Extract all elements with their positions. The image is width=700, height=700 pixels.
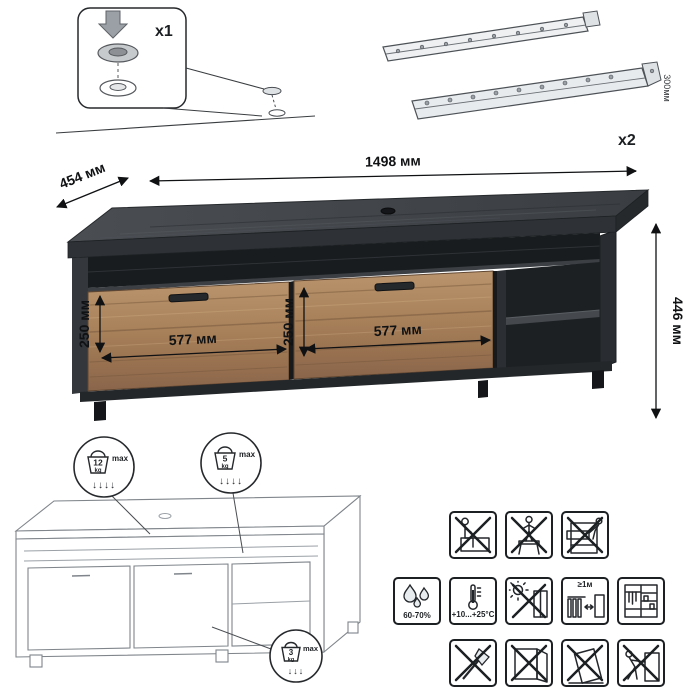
temperature-label: +10...+25°С <box>451 610 495 619</box>
dimension-depth-label: 454 мм <box>57 159 107 192</box>
icon-no-sharp-objects <box>449 639 497 687</box>
cable-hole-outline <box>158 513 172 519</box>
slides-length-label: 300мм <box>662 74 672 101</box>
dimension-drawer1-width: 577 мм <box>100 330 288 363</box>
open-top-shelf-gap <box>88 233 600 288</box>
svg-text:kg: kg <box>288 657 294 663</box>
bottom-panel <box>80 361 612 402</box>
dimension-drawer1-width-label: 577 мм <box>168 330 217 348</box>
weight-icon: 3 kg <box>281 641 301 663</box>
dimension-drawer1-height-label: 250 мм <box>76 300 92 348</box>
dimension-drawer2-width: 577 мм <box>304 321 492 354</box>
dimension-drawer2-height: 250 мм <box>280 286 310 358</box>
press-down-arrow-icon <box>97 10 129 39</box>
svg-text:3: 3 <box>289 648 294 657</box>
foot-part-bottom <box>99 79 137 97</box>
distance-label: ≥1м <box>577 580 593 589</box>
callout-leader-line <box>162 107 263 117</box>
drawer-handle <box>374 281 415 292</box>
humidity-label: 60-70% <box>403 611 431 620</box>
slides-count-label: x2 <box>618 132 636 149</box>
top-panel <box>66 189 650 259</box>
load-arrows: ↓↓↓↓ <box>92 480 116 491</box>
icon-no-pushing <box>617 639 665 687</box>
weight-icon: 5 kg <box>214 446 236 470</box>
middle-shelf-edge <box>88 259 600 292</box>
load-callout-shelf: 5 kg max ↓↓↓↓ <box>200 432 262 494</box>
foot-middle <box>478 380 488 398</box>
dimension-height: 446 мм <box>650 222 686 420</box>
foot-left <box>94 401 106 421</box>
weight-icon: 12 kg <box>87 450 109 474</box>
right-side-panel <box>599 229 617 369</box>
dimension-depth: 454 мм <box>56 159 129 209</box>
icon-no-standing <box>505 511 553 559</box>
cable-hole <box>380 207 396 215</box>
slide-rail-back <box>382 10 601 62</box>
dimension-width-label: 1498 мм <box>365 152 421 169</box>
foot-part-top <box>97 43 139 63</box>
load-callout-top: 12 kg max ↓↓↓↓ <box>73 436 135 498</box>
left-side-panel <box>72 257 88 394</box>
icon-no-tilting <box>561 639 609 687</box>
svg-text:max: max <box>239 450 256 459</box>
load-arrows: ↓↓↓ <box>288 666 305 676</box>
foot-callout-box <box>77 7 187 109</box>
icon-avoid-sunlight <box>505 577 553 625</box>
drawer-handle <box>168 292 209 303</box>
svg-text:12: 12 <box>93 458 103 468</box>
icon-heat-source-distance: ≥1м <box>561 577 609 625</box>
dimension-height-label: 446 мм <box>670 297 686 345</box>
outline-drawer-1 <box>27 565 131 651</box>
assembled-outline-drawing: 12 kg max ↓↓↓↓ 5 kg max ↓↓↓↓ 3 kg <box>14 432 362 683</box>
tv-stand-illustration: 1498 мм 454 мм 446 мм 250 мм 250 мм 577 … <box>56 152 686 421</box>
foot-count-label: x1 <box>155 23 173 40</box>
svg-text:kg: kg <box>94 468 101 474</box>
dimension-drawer2-height-label: 250 мм <box>280 298 296 346</box>
dimension-width: 1498 мм <box>148 152 638 187</box>
callout-leader-line <box>185 67 265 90</box>
icon-temperature-range: +10...+25°С <box>449 577 497 625</box>
outline-drawer-2 <box>133 563 229 649</box>
svg-text:5: 5 <box>223 454 228 464</box>
icon-no-climbing <box>561 511 609 559</box>
foot-on-panel <box>262 86 286 117</box>
dimension-drawer1-height: 250 мм <box>76 294 106 354</box>
load-arrows: ↓↓↓↓ <box>219 476 243 487</box>
load-callout-drawer: 3 kg max ↓↓↓ <box>269 629 323 683</box>
panel-edge-line <box>55 115 316 134</box>
compartment-shelf <box>506 310 600 325</box>
foot-callout: x1 <box>55 7 316 134</box>
foot-right <box>592 370 604 389</box>
dimension-drawer2-width-label: 577 мм <box>373 321 422 339</box>
icon-humidity-range: 60-70% <box>393 577 441 625</box>
vertical-divider <box>497 270 506 373</box>
svg-text:max: max <box>112 454 129 463</box>
drawer-1 <box>87 281 290 392</box>
icon-wardrobe-sections <box>617 577 665 625</box>
drawer-slides: x2 300мм <box>382 10 672 149</box>
svg-text:max: max <box>303 644 319 653</box>
icon-no-moving-doors-open <box>505 639 553 687</box>
icon-no-sitting <box>449 511 497 559</box>
slide-rail-front <box>411 61 662 120</box>
svg-text:kg: kg <box>221 464 228 470</box>
